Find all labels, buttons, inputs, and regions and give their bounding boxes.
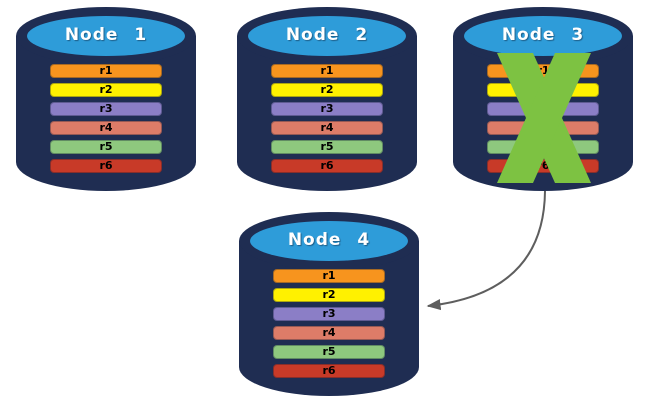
replica-row: r5: [271, 140, 383, 154]
replica-row: r3: [50, 102, 162, 116]
node-title: Node 1: [64, 25, 148, 45]
replica-rows: r1 r2 r3 r4 r5 r6: [273, 269, 385, 383]
replica-row: r3: [273, 307, 385, 321]
replica-row: r2: [50, 83, 162, 97]
replica-row: r5: [273, 345, 385, 359]
replica-row: r1: [50, 64, 162, 78]
failure-x-icon: [497, 53, 591, 183]
replica-row: r1: [273, 269, 385, 283]
node-title: Node 2: [285, 25, 369, 45]
x-stroke: [497, 53, 591, 183]
node-title: Node 4: [287, 230, 371, 250]
replica-row: r6: [273, 364, 385, 378]
cylinder-top-face: [27, 16, 185, 56]
replica-rows: r1 r2 r3 r4 r5 r6: [50, 64, 162, 178]
replica-row: r2: [271, 83, 383, 97]
replica-row: r6: [50, 159, 162, 173]
replica-row: r4: [50, 121, 162, 135]
replica-row: r3: [271, 102, 383, 116]
replica-row: r1: [271, 64, 383, 78]
replica-row: r4: [271, 121, 383, 135]
database-cylinder-icon: [16, 7, 196, 191]
cylinder-top-face: [464, 16, 622, 56]
node-title: Node 3: [501, 25, 585, 45]
replica-row: r4: [273, 326, 385, 340]
node-3: Node 3 r1 r2 r3 r4 r5 r6: [453, 7, 633, 191]
node-4: Node 4 r1 r2 r3 r4 r5 r6: [239, 212, 419, 396]
replica-rows: r1 r2 r3 r4 r5 r6: [271, 64, 383, 178]
node-2: Node 2 r1 r2 r3 r4 r5 r6: [237, 7, 417, 191]
replica-row: r6: [271, 159, 383, 173]
cylinder-top-face: [250, 221, 408, 261]
replica-row: r2: [273, 288, 385, 302]
arrow-path: [426, 190, 546, 311]
node-1: Node 1 r1 r2 r3 r4 r5 r6: [16, 7, 196, 191]
cylinder-top-face: [248, 16, 406, 56]
replica-row: r5: [50, 140, 162, 154]
